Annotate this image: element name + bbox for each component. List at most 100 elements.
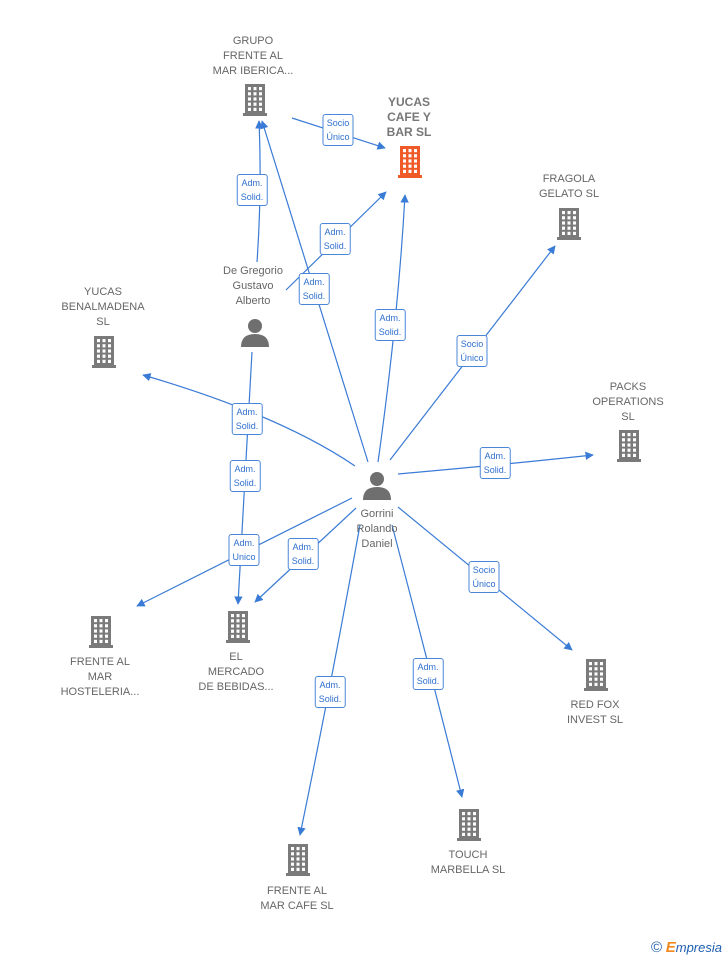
- node-label-line: FRENTE AL: [267, 885, 327, 897]
- edge-label-line: Adm.: [379, 313, 401, 323]
- node-label-line: MAR IBERICA...: [212, 65, 294, 77]
- node-label-line: SL: [96, 316, 110, 328]
- node-label-line: YUCAS: [387, 95, 431, 109]
- node-label-line: BENALMADENA: [61, 301, 145, 313]
- building-icon: [243, 84, 267, 116]
- edge-label-line: Único: [460, 353, 484, 363]
- edge-label-line: Adm.: [241, 178, 263, 188]
- edge-label-de_gregorio-to-el_mercado[interactable]: Adm. Solid.: [229, 460, 261, 492]
- edge-label-line: Adm.: [303, 277, 325, 287]
- node-label-line: CAFE Y: [387, 110, 431, 124]
- node-label-line: Alberto: [235, 295, 271, 307]
- edge-label-line: Único: [326, 132, 350, 142]
- node-label-line: YUCAS: [84, 286, 122, 298]
- edge-label-gorrini-to-packs[interactable]: Adm. Solid.: [479, 447, 511, 479]
- edge-label-line: Solid.: [318, 694, 342, 704]
- edge-label-line: Unico: [232, 552, 256, 562]
- building-icon: [584, 659, 608, 691]
- edge-label-line: Solid.: [240, 192, 264, 202]
- edge-label-line: Adm.: [324, 227, 346, 237]
- node-label-line: FRENTE AL: [223, 50, 283, 62]
- node-label-el_mercado[interactable]: EL MERCADO DE BEBIDAS...: [198, 650, 273, 695]
- empresia-watermark[interactable]: © Empresia: [651, 939, 722, 956]
- node-label-fragola[interactable]: FRAGOLA GELATO SL: [539, 172, 599, 202]
- node-label-line: MAR: [87, 671, 113, 683]
- node-label-red_fox[interactable]: RED FOX INVEST SL: [567, 698, 623, 728]
- person-icon: [363, 472, 391, 500]
- edge-label-line: Socio: [326, 118, 350, 128]
- person-icon: [241, 319, 269, 347]
- edge-label-line: Adm.: [484, 451, 506, 461]
- brand-name: mpresia: [675, 940, 722, 955]
- building-icon: [398, 146, 422, 178]
- edge-label-de_gregorio-to-grupo_frente[interactable]: Adm. Solid.: [236, 174, 268, 206]
- node-label-line: MERCADO: [207, 666, 265, 678]
- edge-label-gorrini-to-frente_hosteleria[interactable]: Adm. Unico: [228, 534, 260, 566]
- edge-label-line: Solid.: [483, 465, 507, 475]
- node-label-line: Rolando: [356, 523, 398, 535]
- node-label-line: HOSTELERIA...: [60, 686, 140, 698]
- icons-layer: [89, 84, 641, 876]
- node-label-line: TOUCH: [448, 849, 488, 861]
- edge-label-gorrini-to-yucas_benalmadena[interactable]: Adm.Solid.: [231, 403, 263, 435]
- edge-label-line: Socio: [472, 565, 496, 575]
- edge-label-gorrini-to-frente_cafe[interactable]: Adm. Solid.: [314, 676, 346, 708]
- edge-label-line: Solid.: [378, 327, 402, 337]
- node-label-frente_cafe[interactable]: FRENTE AL MAR CAFE SL: [260, 884, 333, 914]
- edge-label-line: Adm.: [319, 680, 341, 690]
- edge-label-gorrini-to-yucas_cafe[interactable]: Adm. Solid.: [374, 309, 406, 341]
- node-label-grupo_frente[interactable]: GRUPO FRENTE AL MAR IBERICA...: [213, 34, 294, 79]
- edge-gorrini-to-yucas_benalmadena: [142, 373, 356, 467]
- edge-label-line: Socio: [460, 339, 484, 349]
- edge-label-line: Adm.: [292, 542, 314, 552]
- node-label-line: EL: [229, 651, 243, 663]
- node-label-line: GRUPO: [232, 35, 274, 47]
- node-label-line: Daniel: [361, 538, 393, 550]
- edge-label-line: Solid.: [233, 478, 257, 488]
- building-icon: [457, 809, 481, 841]
- building-icon: [92, 336, 116, 368]
- brand-initial: E: [665, 939, 676, 956]
- node-label-line: Gustavo: [232, 280, 274, 292]
- node-label-line: FRAGOLA: [542, 173, 596, 185]
- building-icon: [89, 616, 113, 648]
- node-label-line: PACKS: [609, 381, 647, 393]
- edge-label-line: Adm.: [234, 464, 256, 474]
- node-label-yucas_benalmadena[interactable]: YUCAS BENALMADENA SL: [61, 285, 144, 330]
- edge-label-gorrini-to-grupo_frente[interactable]: Adm.Solid.: [298, 273, 330, 305]
- node-label-line: GELATO SL: [538, 188, 600, 200]
- building-icon: [226, 611, 250, 643]
- edge-label-line: Único: [472, 579, 496, 589]
- node-label-line: DE BEBIDAS...: [198, 681, 274, 693]
- node-label-line: MAR CAFE SL: [260, 900, 334, 912]
- edge-label-line: Adm.: [233, 538, 255, 548]
- building-icon: [617, 430, 641, 462]
- node-label-line: BAR SL: [386, 125, 432, 139]
- building-icon: [286, 844, 310, 876]
- node-label-touch_marbella[interactable]: TOUCH MARBELLA SL: [431, 848, 506, 878]
- node-label-line: RED FOX: [570, 699, 620, 711]
- edge-label-line: Solid.: [291, 556, 315, 566]
- copyright-symbol: ©: [651, 939, 663, 956]
- edge-label-line: Solid.: [323, 241, 347, 251]
- edge-label-de_gregorio-to-yucas_cafe[interactable]: Adm. Solid.: [319, 223, 351, 255]
- edge-label-gorrini-to-el_mercado[interactable]: Adm. Solid.: [287, 538, 319, 570]
- edge-label-line: Adm.: [417, 662, 439, 672]
- node-label-line: MARBELLA SL: [430, 864, 506, 876]
- node-label-frente_hosteleria[interactable]: FRENTE AL MAR HOSTELERIA...: [61, 655, 140, 700]
- edge-label-line: Solid.: [416, 676, 440, 686]
- node-label-line: INVEST SL: [566, 714, 624, 726]
- node-label-line: Gorrini: [360, 508, 394, 520]
- node-label-line: SL: [621, 411, 635, 423]
- edge-label-gorrini-to-touch_marbella[interactable]: Adm. Solid.: [412, 658, 444, 690]
- building-icon: [557, 208, 581, 240]
- node-label-line: FRENTE AL: [70, 656, 130, 668]
